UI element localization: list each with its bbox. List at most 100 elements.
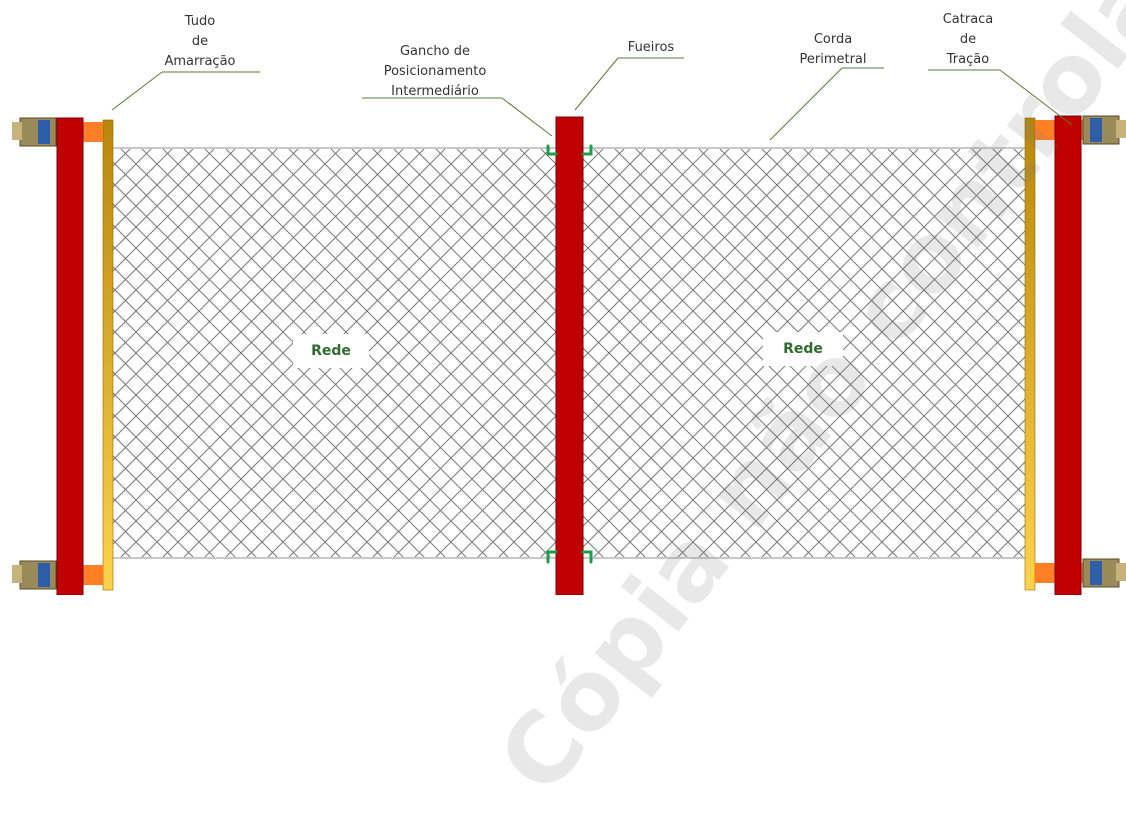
mesh-strand — [823, 148, 1029, 354]
mesh-strand — [110, 148, 300, 338]
net-mesh-right — [583, 148, 1126, 558]
label-lashing-tube: Tudo de Amarração — [150, 12, 250, 72]
mesh-strand — [907, 436, 1029, 558]
mesh-strand — [876, 148, 1126, 558]
label-positioning-hook-line-3: Intermediário — [391, 84, 479, 99]
mesh-strand — [1118, 148, 1126, 558]
mesh-strand — [718, 247, 1029, 558]
mesh-strand — [1076, 148, 1126, 558]
label-lashing-tube-line-3: Amarração — [164, 54, 236, 69]
mesh-strand — [760, 289, 1029, 558]
mesh-strand — [583, 536, 605, 558]
mesh-strand — [476, 478, 556, 558]
mesh-strand — [110, 148, 111, 149]
cargo-net-diagram: Rede Rede Tudo de Amarração Gancho de Po… — [12, 0, 1126, 814]
label-eyelets-line-1: Fueiros — [627, 40, 675, 55]
mesh-strand — [865, 148, 1029, 312]
mesh-strand — [110, 148, 195, 233]
mesh-strand — [645, 148, 1055, 558]
mesh-strand — [371, 373, 556, 558]
mesh-strand — [1076, 148, 1126, 558]
positioning-hooks — [546, 144, 593, 564]
mesh-strand — [697, 226, 1029, 558]
mesh-strand — [110, 368, 300, 558]
label-lashing-tube-line-2: de — [191, 34, 209, 49]
mesh-strand — [687, 148, 1097, 558]
mesh-strand — [413, 415, 556, 558]
label-eyelets: Fueiros — [612, 38, 690, 58]
mesh-strand — [739, 268, 1029, 558]
mesh-strand — [245, 247, 556, 558]
label-positioning-hook-line-1: Gancho de — [399, 44, 470, 59]
label-ratchet-line-3: Tração — [946, 52, 990, 67]
mesh-strand — [434, 436, 556, 558]
mesh-strand — [392, 148, 556, 312]
mesh-strand — [583, 557, 584, 558]
mesh-strand — [949, 478, 1029, 558]
net-label-right: Rede — [763, 332, 843, 366]
mesh-strand — [287, 289, 556, 558]
mesh-strand — [110, 326, 342, 558]
label-ratchet: Catraca de Tração — [930, 10, 1006, 70]
mesh-strand — [1118, 148, 1126, 558]
mesh-strand — [666, 148, 1076, 558]
mesh-strand — [886, 415, 1029, 558]
mesh-strand — [350, 148, 556, 354]
post-right — [1054, 115, 1082, 596]
mesh-strand — [329, 331, 556, 558]
mesh-strand — [781, 310, 1029, 558]
mesh-strand — [1097, 148, 1126, 558]
mesh-strand — [802, 331, 1029, 558]
mesh-strand — [110, 557, 111, 558]
label-positioning-hook: Gancho de Posicionamento Intermediário — [370, 42, 500, 102]
mesh-strand — [960, 148, 1126, 558]
post-center — [555, 116, 584, 596]
mesh-strand — [371, 148, 556, 333]
mesh-strand — [583, 148, 584, 149]
lashing-tube-right — [1024, 117, 1036, 591]
mesh-strand — [907, 148, 1029, 270]
label-positioning-hook-line-2: Posicionamento — [383, 64, 487, 79]
mesh-strand — [583, 148, 605, 170]
mesh-strand — [666, 148, 1076, 558]
mesh-strand — [844, 373, 1029, 558]
mesh-strand — [110, 473, 195, 558]
post-left — [56, 117, 84, 596]
label-ratchet-line-2: de — [959, 32, 977, 47]
label-lashing-tube-line-1: Tudo — [184, 14, 216, 29]
mesh-strand — [413, 148, 556, 291]
mesh-strand — [970, 499, 1029, 558]
mesh-strand — [970, 148, 1029, 207]
mesh-strand — [266, 268, 556, 558]
mesh-strand — [1097, 148, 1126, 558]
mesh-strand — [224, 226, 556, 558]
mesh-strand — [823, 352, 1029, 558]
mesh-strand — [960, 148, 1126, 558]
mesh-strand — [434, 148, 556, 270]
mesh-strand — [392, 394, 556, 558]
mesh-strand — [350, 352, 556, 558]
leader-lines — [111, 57, 1073, 141]
mesh-strand — [645, 148, 1055, 558]
mesh-strand — [110, 148, 258, 296]
label-ratchet-line-1: Catraca — [942, 12, 994, 27]
mesh-strand — [455, 457, 556, 558]
mesh-strand — [949, 148, 1029, 228]
mesh-strand — [928, 148, 1029, 249]
mesh-strand — [110, 410, 258, 558]
mesh-strand — [110, 148, 174, 212]
label-perimeter-rope: Corda Perimetral — [788, 30, 878, 70]
diagram-canvas — [12, 57, 1126, 596]
mesh-strand — [455, 148, 556, 249]
mesh-strand — [476, 148, 556, 228]
mesh-strand — [844, 148, 1029, 333]
label-perimeter-rope-line-2: Perimetral — [799, 52, 867, 67]
label-perimeter-rope-line-1: Corda — [813, 32, 853, 47]
mesh-strand — [876, 148, 1126, 558]
mesh-strand — [687, 148, 1097, 558]
mesh-strand — [110, 148, 342, 380]
mesh-strand — [308, 310, 556, 558]
lashing-tube-left — [102, 119, 114, 591]
mesh-strand — [865, 394, 1029, 558]
mesh-strand — [110, 494, 174, 558]
